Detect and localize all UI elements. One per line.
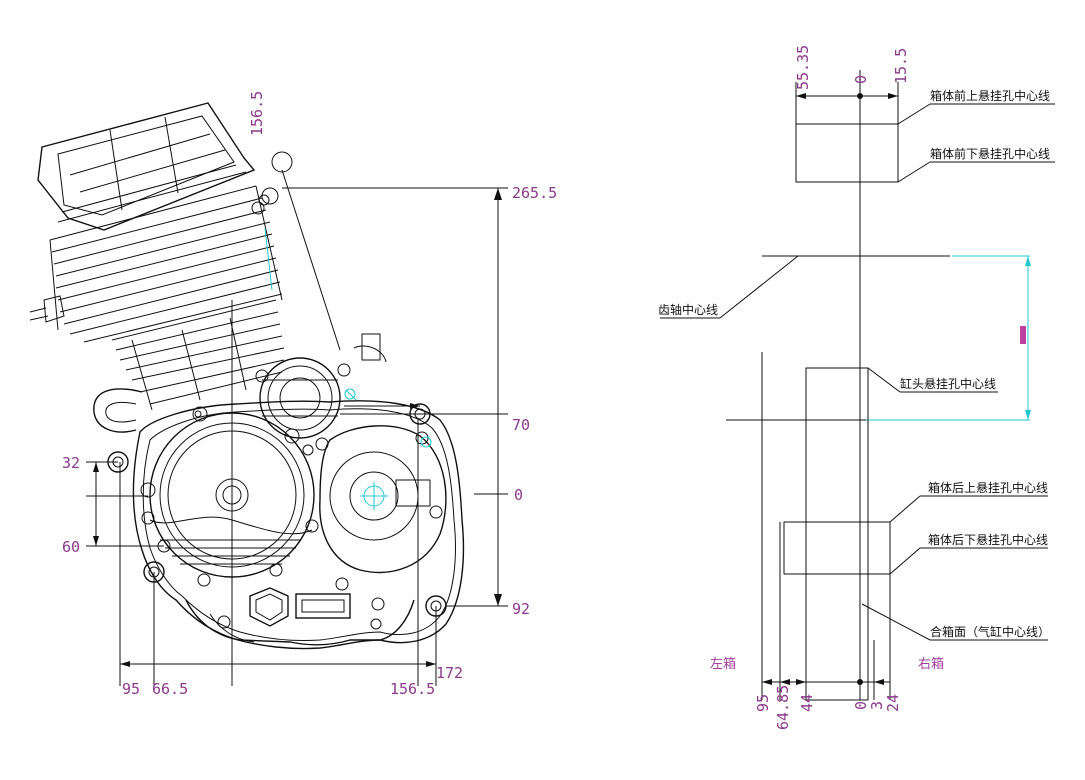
right-annotations: 箱体前上悬挂孔中心线 箱体前下悬挂孔中心线 齿轴中心线 缸头悬挂孔中心线 箱体后… bbox=[658, 88, 1050, 672]
dim-172: 172 bbox=[436, 664, 463, 682]
label-rear-upper: 箱体后上悬挂孔中心线 bbox=[928, 480, 1048, 495]
dim-64-85: 64.85 bbox=[774, 685, 792, 730]
dim-3: 3 bbox=[868, 701, 886, 710]
dim-95-right: 95 bbox=[754, 694, 772, 712]
dim-60: 60 bbox=[62, 538, 80, 556]
dim-0-top: 0 bbox=[852, 75, 870, 84]
label-front-upper: 箱体前上悬挂孔中心线 bbox=[930, 88, 1050, 103]
sump bbox=[185, 587, 415, 646]
cylinder-base-fins bbox=[111, 299, 285, 411]
right-top-dims: 55.35 0 15.5 bbox=[794, 45, 910, 90]
dim-156-5-top: 156.5 bbox=[248, 91, 266, 136]
dim-55-35: 55.35 bbox=[794, 45, 812, 90]
right-bottom-dims: 95 64.85 44 0 3 24 bbox=[754, 685, 902, 730]
dim-0: 0 bbox=[514, 486, 523, 504]
label-gear-shaft: 齿轴中心线 bbox=[658, 302, 718, 317]
mount-centerline-view bbox=[660, 70, 1055, 701]
dim-66-5: 66.5 bbox=[152, 680, 188, 698]
exhaust-pipe bbox=[93, 388, 143, 433]
label-left-case: 左箱 bbox=[710, 656, 736, 672]
crankcase-bolts bbox=[140, 151, 443, 630]
dim-15-5: 15.5 bbox=[892, 48, 910, 84]
dim-0-bottom: 0 bbox=[852, 701, 870, 710]
dim-156-5-bottom: 156.5 bbox=[390, 680, 435, 698]
dim-70: 70 bbox=[512, 416, 530, 434]
left-dimension-lines bbox=[86, 169, 508, 686]
cylinder-head bbox=[37, 102, 256, 231]
dim-44: 44 bbox=[798, 694, 816, 712]
starter-cover bbox=[259, 357, 341, 439]
dim-32: 32 bbox=[62, 454, 80, 472]
left-dimension-labels: 156.5 265.5 70 0 92 32 60 95 66.5 156.5 … bbox=[62, 91, 557, 698]
label-rear-lower: 箱体后下悬挂孔中心线 bbox=[928, 532, 1048, 547]
dim-95: 95 bbox=[122, 680, 140, 698]
engine-side-view bbox=[29, 102, 465, 650]
dim-24: 24 bbox=[884, 694, 902, 712]
clutch-cover bbox=[319, 425, 447, 574]
label-right-case: 右箱 bbox=[918, 656, 944, 672]
dim-92: 92 bbox=[512, 600, 530, 618]
label-parting-surface: 合箱面（气缸中心线） bbox=[930, 624, 1050, 639]
label-front-lower: 箱体前下悬挂孔中心线 bbox=[930, 146, 1050, 161]
dim-265-5: 265.5 bbox=[512, 184, 557, 202]
cylinder-fins bbox=[29, 185, 283, 343]
label-head-hang: 缸头悬挂孔中心线 bbox=[900, 376, 996, 391]
